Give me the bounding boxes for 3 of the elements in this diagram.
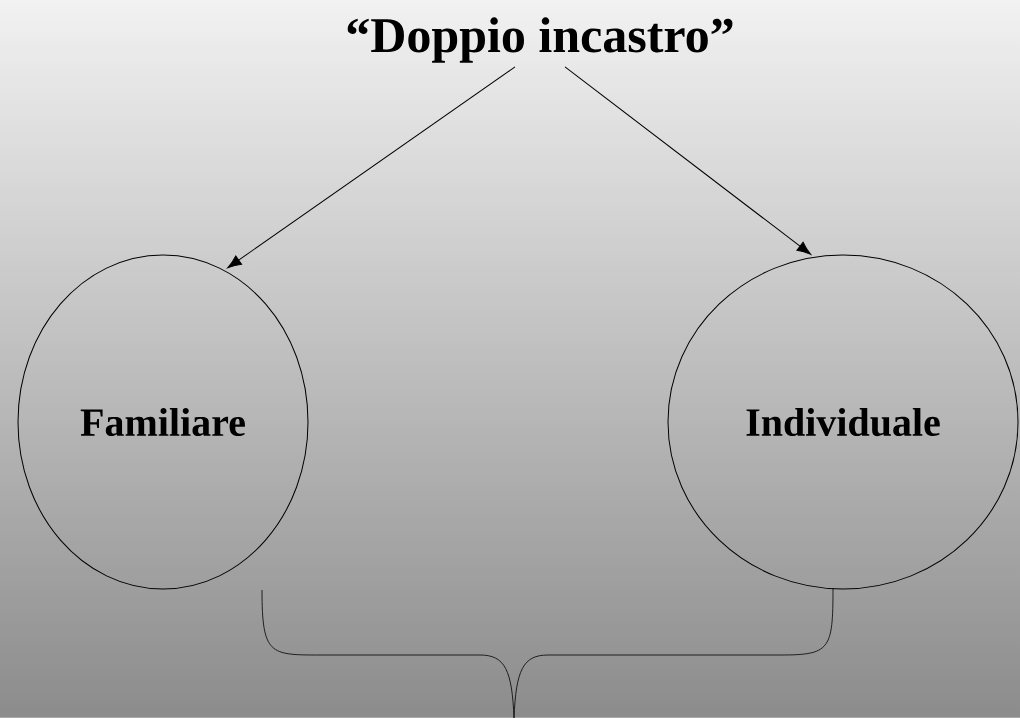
arrow [564,66,812,255]
arrow [227,66,516,269]
title: “Doppio incastro” [347,17,733,63]
